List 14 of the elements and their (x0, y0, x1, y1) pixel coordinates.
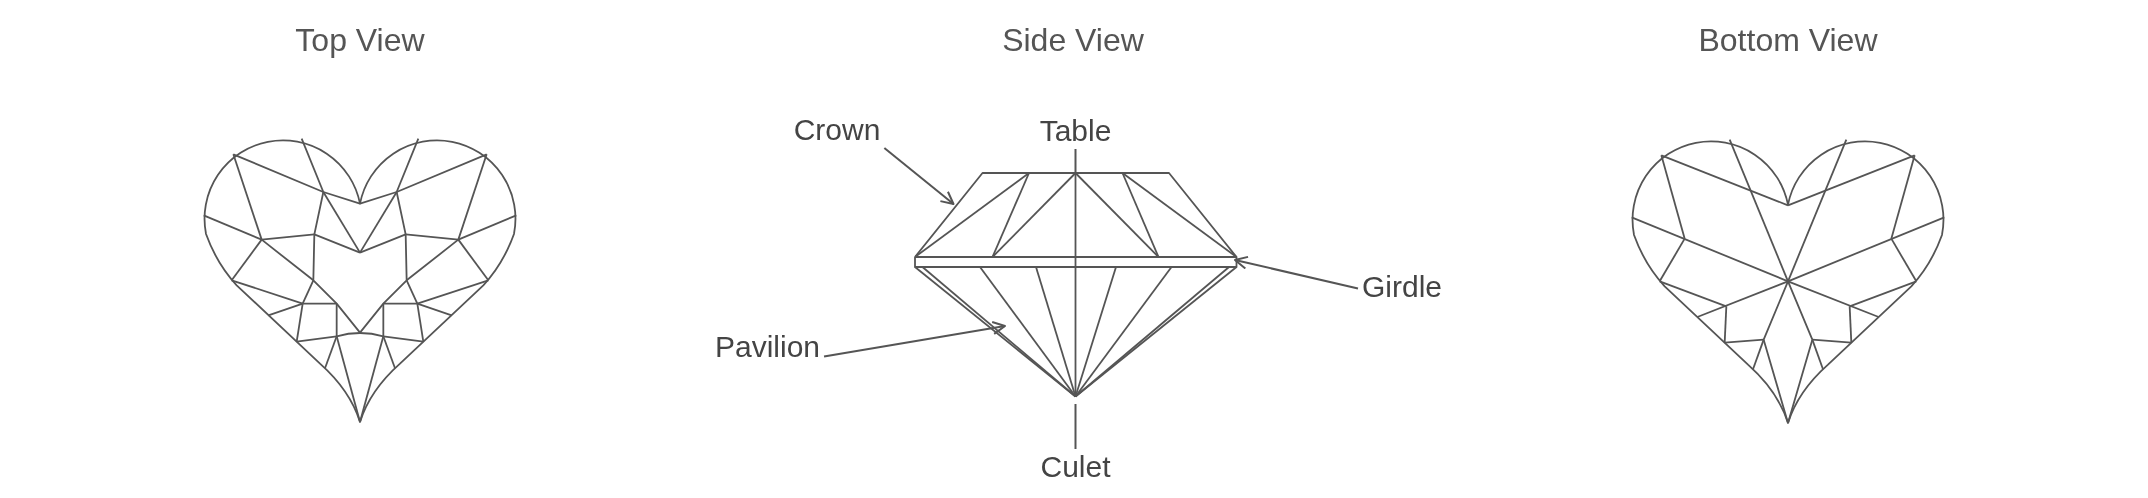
part-label: Culet (1036, 449, 1115, 485)
view-title: Top View (295, 24, 425, 56)
leader-arrow (823, 321, 1006, 358)
part-label: Girdle (1358, 269, 1446, 305)
view-title: Side View (1002, 24, 1144, 56)
leader-arrow (1234, 255, 1359, 290)
leader-line (1074, 403, 1077, 450)
view-title: Bottom View (1698, 24, 1878, 56)
part-label: Pavilion (710, 329, 825, 365)
part-label: Crown (789, 112, 885, 148)
part-label: Table (1035, 113, 1116, 149)
diamond-side-view-drawing (912, 169, 1240, 399)
leader-arrow (883, 147, 955, 205)
leader-line (1074, 148, 1077, 173)
